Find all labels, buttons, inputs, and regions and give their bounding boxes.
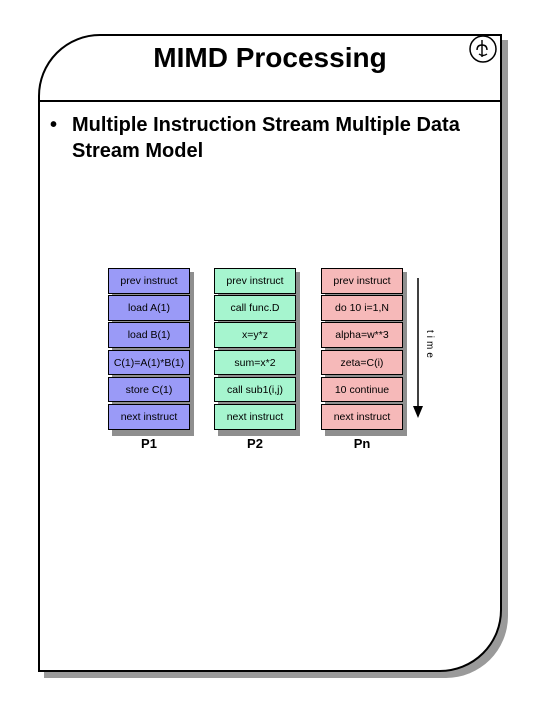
instruction-stream: prev instruct call func.D x=y*z sum=x*2 … [214, 268, 296, 431]
logo-icon [469, 35, 497, 63]
processor-label: P2 [247, 436, 263, 451]
instruction-cell: store C(1) [108, 376, 190, 403]
instruction-cell: call func.D [214, 295, 296, 321]
instruction-cell: load B(1) [108, 322, 190, 349]
instruction-cell: next instruct [321, 403, 403, 430]
instruction-cell: prev instruct [321, 268, 403, 294]
instruction-cell: C(1)=A(1)*B(1) [108, 349, 190, 376]
time-arrow: time [413, 278, 435, 418]
instruction-cell: call sub1(i,j) [214, 376, 296, 403]
instruction-cell: next instruct [108, 403, 190, 430]
instruction-cell: prev instruct [214, 268, 296, 294]
instruction-stream: prev instruct load A(1) load B(1) C(1)=A… [108, 268, 190, 431]
processor-label: Pn [353, 436, 371, 451]
instruction-cell: 10 continue [321, 376, 403, 403]
instruction-cell: x=y*z [214, 322, 296, 349]
bullet-marker: • [50, 114, 58, 136]
instruction-cell: do 10 i=1,N [321, 295, 403, 321]
title-divider [38, 100, 502, 102]
instruction-cell: load A(1) [108, 295, 190, 321]
time-arrow-head [413, 406, 423, 418]
bullet-text: Multiple Instruction Stream Multiple Dat… [72, 114, 460, 162]
instruction-cell: sum=x*2 [214, 349, 296, 376]
instruction-cell: prev instruct [108, 268, 190, 294]
time-label: time [424, 330, 435, 361]
instruction-stream: prev instruct do 10 i=1,N alpha=w**3 zet… [321, 268, 403, 431]
instruction-cell: zeta=C(i) [321, 349, 403, 376]
processor-label: P1 [141, 436, 157, 451]
instruction-cell: alpha=w**3 [321, 322, 403, 349]
slide-title: MIMD Processing [153, 42, 387, 73]
instruction-cell: next instruct [214, 403, 296, 430]
